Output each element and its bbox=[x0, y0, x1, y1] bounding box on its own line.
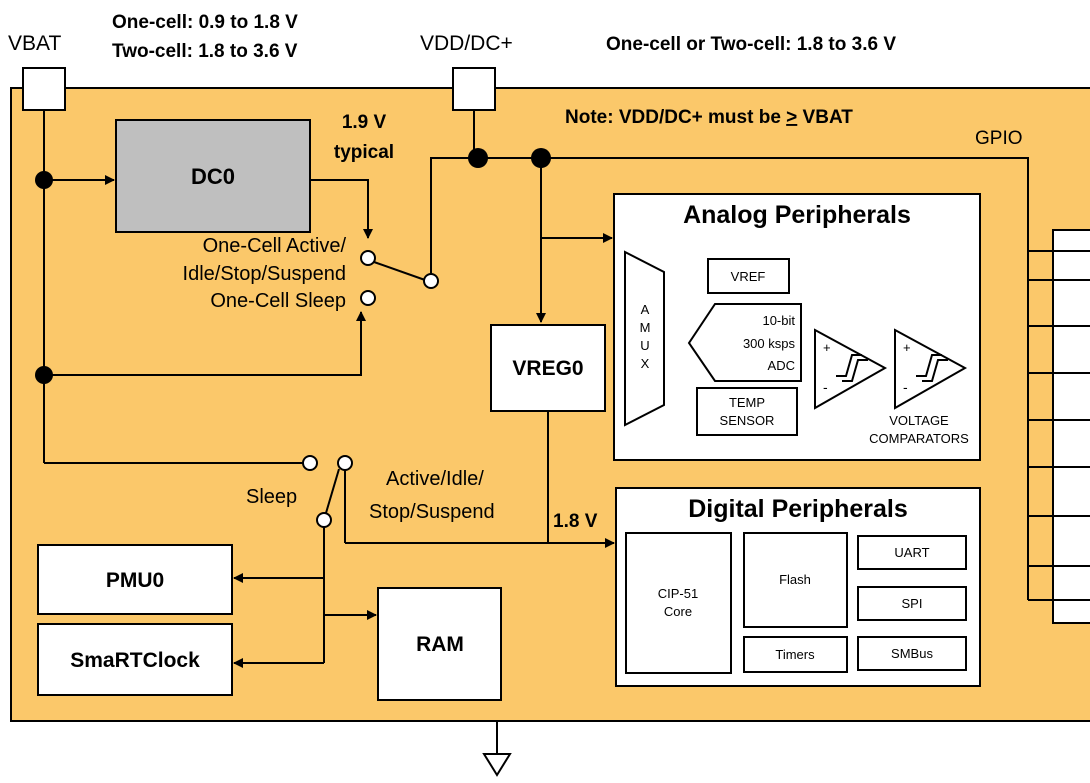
comparators-label-1: VOLTAGE bbox=[889, 413, 949, 428]
one-cell-active-label-2: Idle/Stop/Suspend bbox=[183, 263, 346, 285]
one-cell-active-contact bbox=[360, 250, 376, 266]
vbat-junction-sleep bbox=[35, 366, 53, 384]
cpu-core-label-1: CIP-51 bbox=[658, 586, 698, 601]
adc-label-3: ADC bbox=[768, 358, 795, 373]
vbat-junction-dc0 bbox=[35, 171, 53, 189]
gpio-label: GPIO bbox=[975, 128, 1023, 149]
vbat-pin-label: VBAT bbox=[8, 32, 61, 55]
adc-block bbox=[687, 303, 802, 382]
power-common-contact bbox=[316, 512, 332, 528]
vbat-two-cell-range: Two-cell: 1.8 to 3.6 V bbox=[112, 41, 298, 62]
active-label-1: Active/Idle/ bbox=[386, 468, 484, 490]
one-cell-common-contact bbox=[423, 273, 439, 289]
amux-letter-x: X bbox=[641, 356, 650, 371]
sleep-label: Sleep bbox=[246, 486, 297, 508]
analog-peripherals-title: Analog Peripherals bbox=[683, 201, 911, 229]
cpu-core-label-2: Core bbox=[664, 604, 692, 619]
vreg0-label: VREG0 bbox=[512, 357, 583, 380]
one-cell-active-label-1: One-Cell Active/ bbox=[203, 235, 347, 257]
supply-note: Note: VDD/DC+ must be > VBAT bbox=[565, 107, 853, 128]
one-cell-sleep-label: One-Cell Sleep bbox=[210, 290, 346, 312]
amux-letter-a: A bbox=[641, 302, 650, 317]
vdd-junction-1 bbox=[468, 148, 488, 168]
comparator-1: + - bbox=[814, 328, 888, 410]
adc-label-1: 10-bit bbox=[762, 313, 795, 328]
gpio-pin-lines bbox=[1027, 234, 1053, 601]
ram-label: RAM bbox=[416, 633, 464, 656]
comparator-2-minus: - bbox=[903, 379, 908, 395]
amux-letter-u: U bbox=[640, 338, 649, 353]
comparator-2-plus: + bbox=[903, 340, 911, 355]
adc-label-2: 300 ksps bbox=[743, 336, 796, 351]
smbus-label: SMBus bbox=[891, 646, 933, 661]
uart-label: UART bbox=[894, 545, 929, 560]
ground-symbol bbox=[482, 721, 512, 777]
timers-label: Timers bbox=[775, 647, 815, 662]
gpio-port bbox=[1052, 229, 1090, 624]
cpu-core-block bbox=[625, 532, 732, 674]
smartclock-label: SmaRTClock bbox=[70, 649, 200, 672]
temp-sensor-block bbox=[696, 387, 798, 436]
digital-peripherals-title: Digital Peripherals bbox=[688, 495, 908, 523]
comparator-1-minus: - bbox=[823, 379, 828, 395]
smbus-block bbox=[857, 636, 967, 671]
dc0-output-typical: typical bbox=[334, 142, 394, 163]
temp-sensor-label-2: SENSOR bbox=[720, 413, 775, 428]
comparator-1-plus: + bbox=[823, 340, 831, 355]
vdd-pin-label: VDD/DC+ bbox=[420, 32, 513, 55]
amux-letter-m: M bbox=[640, 320, 651, 335]
one-cell-sleep-contact bbox=[360, 290, 376, 306]
vref-block bbox=[707, 258, 790, 294]
spi-block bbox=[857, 586, 967, 621]
ram-block bbox=[377, 587, 502, 701]
vref-label: VREF bbox=[731, 269, 766, 284]
temp-sensor-label-1: TEMP bbox=[729, 395, 765, 410]
vbat-one-cell-range: One-cell: 0.9 to 1.8 V bbox=[112, 12, 298, 33]
flash-block bbox=[743, 532, 848, 628]
spi-label: SPI bbox=[902, 596, 923, 611]
amux-block bbox=[624, 250, 665, 427]
uart-block bbox=[857, 535, 967, 570]
active-contact bbox=[337, 455, 353, 471]
sleep-contact bbox=[302, 455, 318, 471]
pmu0-label: PMU0 bbox=[106, 569, 164, 592]
comparators-label-2: COMPARATORS bbox=[869, 431, 969, 446]
dc0-label: DC0 bbox=[191, 164, 235, 189]
active-label-2: Stop/Suspend bbox=[369, 501, 495, 523]
dc0-block bbox=[115, 119, 311, 233]
pmu0-block bbox=[37, 544, 233, 615]
flash-label: Flash bbox=[779, 572, 811, 587]
comparator-2: + - bbox=[894, 328, 968, 410]
vreg0-output-voltage: 1.8 V bbox=[553, 511, 598, 532]
timers-block bbox=[743, 636, 848, 673]
dc0-output-voltage: 1.9 V bbox=[342, 112, 387, 133]
vdd-pin bbox=[452, 67, 496, 111]
vdd-supply-range: One-cell or Two-cell: 1.8 to 3.6 V bbox=[606, 34, 896, 55]
vreg0-block bbox=[490, 324, 606, 412]
smartclock-block bbox=[37, 623, 233, 696]
vbat-pin bbox=[22, 67, 66, 111]
